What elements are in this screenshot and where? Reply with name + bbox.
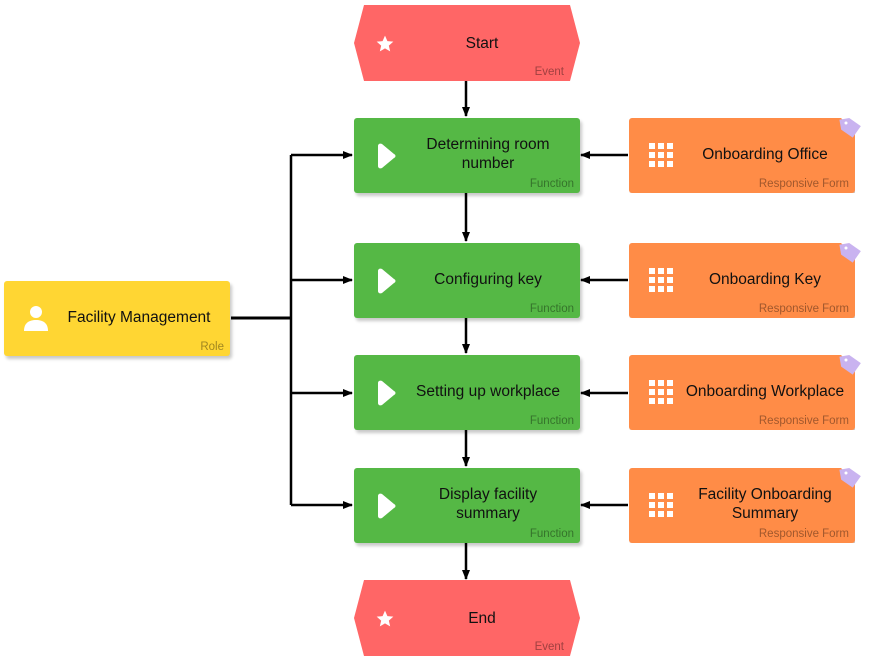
person-icon (24, 306, 48, 331)
node-type: Responsive Form (758, 415, 849, 427)
node-type: Responsive Form (758, 303, 849, 315)
node-type: Responsive Form (758, 178, 849, 190)
grid-icon (649, 493, 673, 517)
function-node-setting-up-workplace[interactable]: Setting up workplace Function (354, 355, 580, 430)
form-node-facility-onboarding-summary[interactable]: Facility Onboarding Summary Responsive F… (629, 467, 861, 543)
node-label: Facility Onboarding Summary (698, 486, 832, 522)
form-shape (629, 355, 855, 430)
node-label: Configuring key (434, 270, 542, 288)
form-shape (629, 468, 855, 543)
play-icon (378, 268, 396, 294)
role-node-facility-management[interactable]: Facility Management Role (4, 281, 230, 356)
grid-icon (649, 268, 673, 292)
role-shape (4, 281, 230, 356)
function-node-display-facility-summary[interactable]: Display facility summary Function (354, 468, 580, 543)
end-event-node[interactable]: End Event (354, 580, 580, 656)
function-node-configuring-key[interactable]: Configuring key Function (354, 243, 580, 318)
node-label: Determining room number (426, 136, 550, 172)
node-label: End (468, 609, 496, 627)
play-icon (378, 380, 396, 406)
form-node-onboarding-key[interactable]: Onboarding Key Responsive Form (629, 242, 861, 318)
form-corner-tag-icon (839, 467, 861, 488)
form-shape (629, 118, 855, 193)
node-type: Event (534, 66, 564, 78)
play-icon (378, 143, 396, 169)
node-type: Responsive Form (758, 528, 849, 540)
node-label: Facility Management (67, 308, 211, 326)
node-label: Onboarding Office (702, 145, 828, 163)
node-type: Role (200, 341, 224, 353)
node-type: Function (529, 303, 574, 315)
form-corner-tag-icon (839, 354, 861, 375)
node-label: Onboarding Workplace (685, 382, 845, 400)
node-label: Start (465, 34, 499, 52)
node-type: Function (529, 178, 574, 190)
form-corner-tag-icon (839, 117, 861, 138)
grid-icon (649, 380, 673, 404)
node-label: Onboarding Key (708, 270, 822, 288)
grid-icon (649, 143, 673, 167)
node-type: Function (529, 528, 574, 540)
start-event-node[interactable]: Start Event (354, 5, 580, 81)
function-node-determining-room-number[interactable]: Determining room number Function (354, 118, 580, 193)
form-corner-tag-icon (839, 242, 861, 263)
form-node-onboarding-office[interactable]: Onboarding Office Responsive Form (629, 117, 861, 193)
star-icon (376, 610, 394, 627)
node-label: Display facility summary (438, 486, 538, 522)
star-icon (376, 35, 394, 52)
play-icon (378, 493, 396, 519)
node-type: Event (534, 641, 564, 653)
node-type: Function (529, 415, 574, 427)
form-shape (629, 243, 855, 318)
form-node-onboarding-workplace[interactable]: Onboarding Workplace Responsive Form (629, 354, 861, 430)
node-label: Setting up workplace (416, 382, 560, 400)
